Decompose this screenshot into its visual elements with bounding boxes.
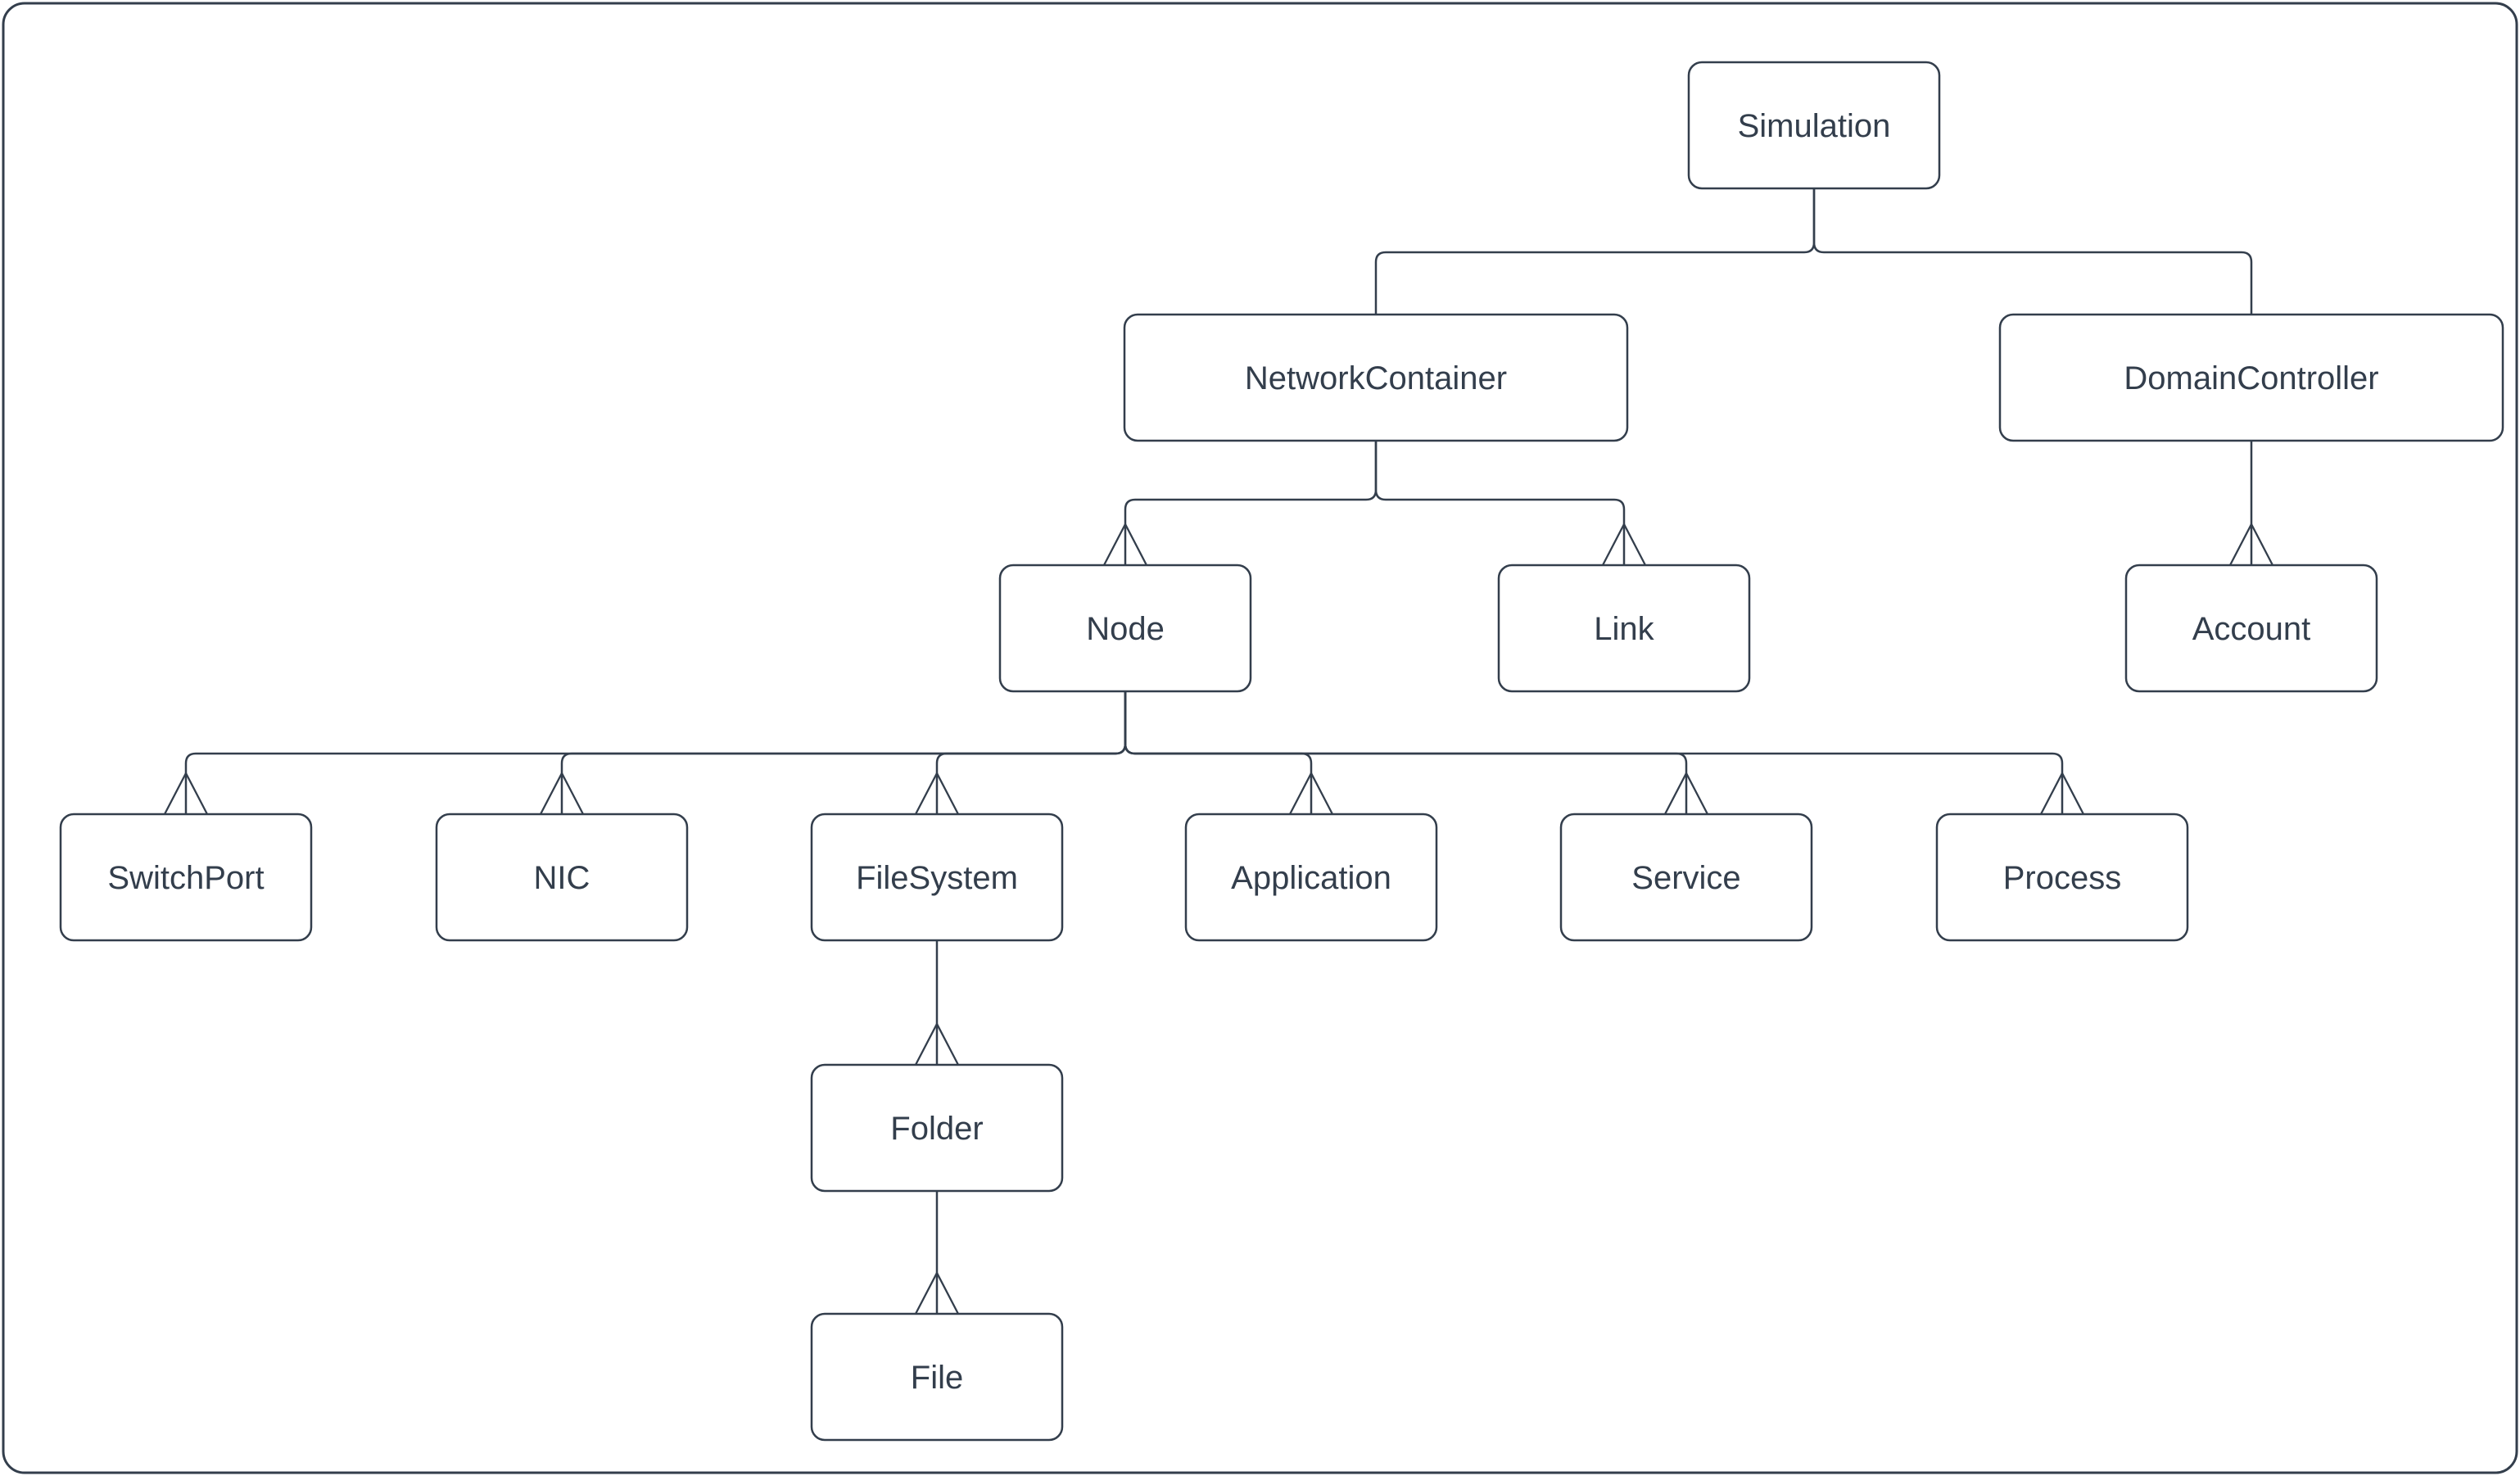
node-process-label: Process: [2003, 860, 2122, 896]
node-application-label: Application: [1231, 860, 1391, 896]
node-networkcontainer: NetworkContainer: [1123, 313, 1629, 442]
node-simulation-box: [1687, 61, 1941, 190]
node-node: Node: [998, 564, 1252, 693]
edge-networkcontainer-node: [1124, 441, 1378, 565]
edge-node-filesystem: [935, 691, 1127, 814]
arrowhead-folder: [914, 1021, 960, 1066]
node-simulation-label: Simulation: [1738, 108, 1891, 144]
node-nic-label: NIC: [534, 860, 590, 896]
node-node-box: [998, 564, 1252, 693]
edge-node-process: [1124, 691, 2064, 814]
arrowhead-switchport: [163, 771, 209, 815]
node-folder-label: Folder: [890, 1111, 983, 1147]
arrowhead-account: [2228, 522, 2274, 566]
node-filesystem-box: [810, 813, 1064, 942]
node-account: Account: [2124, 564, 2378, 693]
edge-simulation-domaincontroller: [1812, 188, 2253, 315]
node-switchport: SwitchPort: [59, 813, 313, 942]
node-account-box: [2124, 564, 2378, 693]
node-file: File: [810, 1312, 1064, 1442]
node-switchport-label: SwitchPort: [107, 860, 264, 896]
node-file-box: [810, 1312, 1064, 1442]
node-networkcontainer-label: NetworkContainer: [1245, 360, 1507, 396]
node-process: Process: [1935, 813, 2189, 942]
edge-networkcontainer-link: [1374, 441, 1626, 565]
node-account-label: Account: [2192, 611, 2311, 647]
node-link-box: [1497, 564, 1751, 693]
node-link: Link: [1497, 564, 1751, 693]
node-domaincontroller: DomainController: [1998, 313, 2504, 442]
node-service: Service: [1559, 813, 1813, 942]
node-filesystem-label: FileSystem: [856, 860, 1018, 896]
edge-layer: [163, 188, 2274, 1315]
arrowhead-node: [1102, 522, 1148, 566]
node-application: Application: [1184, 813, 1438, 942]
arrowhead-nic: [539, 771, 585, 815]
arrowhead-filesystem: [914, 771, 960, 815]
node-service-box: [1559, 813, 1813, 942]
node-process-box: [1935, 813, 2189, 942]
node-link-label: Link: [1594, 611, 1654, 647]
node-nic: NIC: [435, 813, 689, 942]
node-domaincontroller-box: [1998, 313, 2504, 442]
arrowhead-service: [1663, 771, 1709, 815]
node-switchport-box: [59, 813, 313, 942]
node-filesystem: FileSystem: [810, 813, 1064, 942]
arrowhead-application: [1288, 771, 1334, 815]
node-service-label: Service: [1631, 860, 1740, 896]
node-folder: Folder: [810, 1063, 1064, 1193]
node-networkcontainer-box: [1123, 313, 1629, 442]
node-node-label: Node: [1086, 611, 1165, 647]
node-folder-box: [810, 1063, 1064, 1193]
arrowhead-file: [914, 1270, 960, 1315]
node-domaincontroller-label: DomainController: [2124, 360, 2378, 396]
node-simulation: Simulation: [1687, 61, 1941, 190]
edge-simulation-networkcontainer: [1374, 188, 1816, 315]
node-application-box: [1184, 813, 1438, 942]
node-nic-box: [435, 813, 689, 942]
node-file-label: File: [911, 1360, 963, 1396]
arrowhead-process: [2039, 771, 2085, 815]
arrowhead-link: [1601, 522, 1647, 566]
